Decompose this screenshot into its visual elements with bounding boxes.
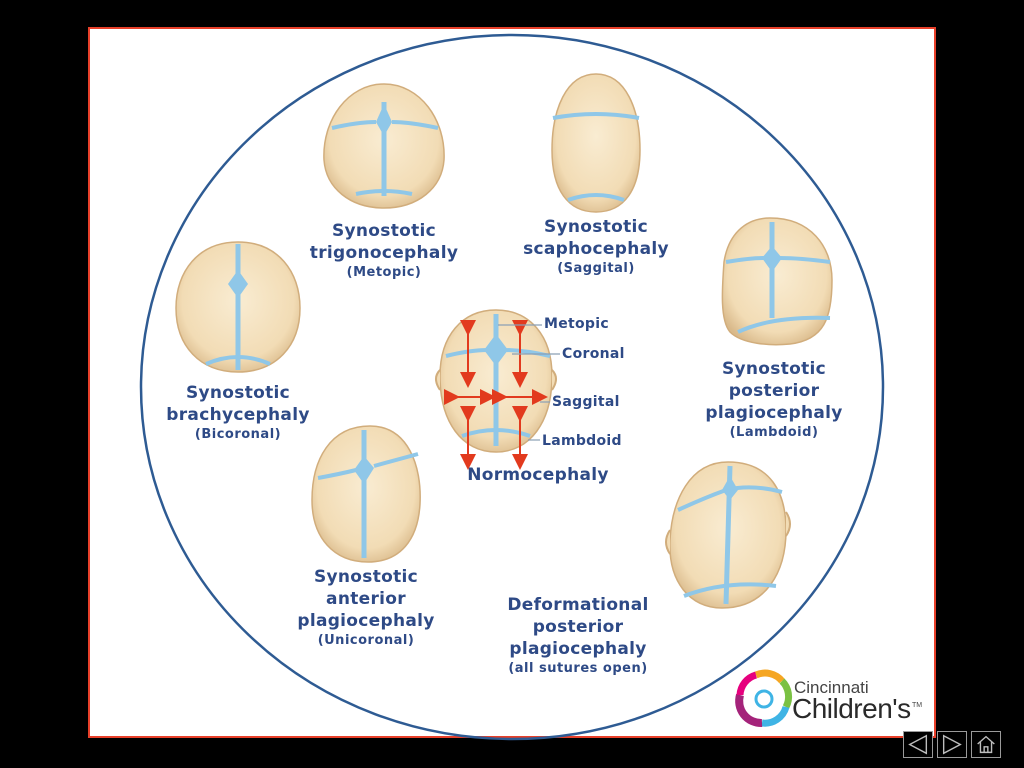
label-brachycephaly: Synostotic brachycephaly (Bicoronal) [166,383,310,442]
previous-icon [908,734,928,755]
skull-trigonocephaly [323,83,445,209]
suture-label-metopic: Metopic [544,316,609,332]
home-button[interactable] [971,731,1001,758]
label-anterior-plagiocephaly: Synostotic anterior plagiocephaly (Unico… [297,567,435,648]
previous-button[interactable] [903,731,933,758]
logo-line2: Children's [792,693,911,724]
normocephaly-label: Normocephaly [467,465,609,485]
next-button[interactable] [937,731,967,758]
cincinnati-childrens-logo-icon [735,669,793,727]
label-trigonocephaly: Synostotic trigonocephaly (Metopic) [309,221,459,280]
skull-scaphocephaly [551,73,641,213]
home-icon [977,735,995,754]
logo-trademark: TM [912,702,923,709]
label-scaphocephaly: Synostotic scaphocephaly (Saggital) [523,217,669,276]
outer-circle [139,33,885,741]
label-posterior-plagiocephaly: Synostotic posterior plagiocephaly (Lamb… [705,359,843,440]
suture-label-lambdoid: Lambdoid [542,433,622,449]
logo-line1: Cincinnati [794,678,869,697]
skull-anterior-plagiocephaly [311,425,421,563]
skull-deformational-plagiocephaly [665,461,791,609]
skull-posterior-plagiocephaly [721,217,833,346]
skull-brachycephaly [175,241,301,373]
label-deformational-plagiocephaly: Deformational posterior plagiocephaly (a… [507,595,649,676]
suture-label-saggital: Saggital [552,394,620,410]
skull-normocephaly [435,309,560,470]
next-icon [942,734,962,755]
suture-label-coronal: Coronal [562,346,625,362]
